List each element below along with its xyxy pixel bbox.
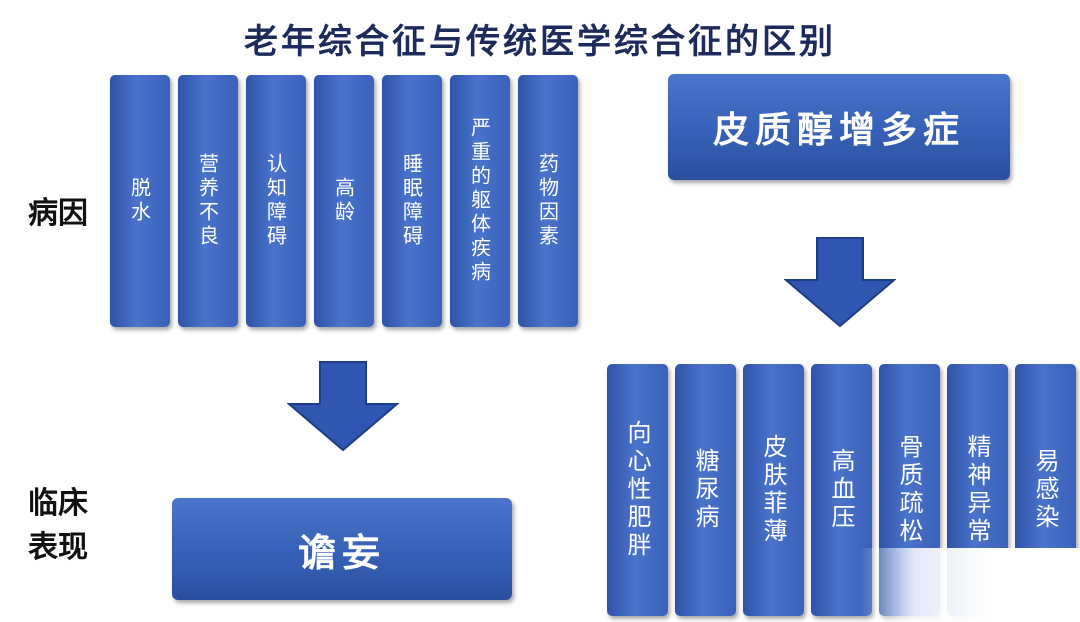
manifestation-text: 向心性肥胖 bbox=[623, 420, 651, 560]
cortisol-text: 皮质醇增多症 bbox=[712, 110, 965, 151]
manifestation-text: 高血压 bbox=[827, 448, 855, 532]
fade-overlay bbox=[860, 548, 1080, 622]
cause-box: 营养不良 bbox=[178, 75, 238, 327]
cause-box: 脱水 bbox=[110, 75, 170, 327]
down-arrow-icon bbox=[287, 361, 399, 452]
delirium-box: 谵妄 bbox=[172, 498, 512, 600]
cause-text: 营养不良 bbox=[195, 153, 220, 249]
clinical-label-line2: 表现 bbox=[28, 530, 88, 565]
manifestation-text: 精神异常 bbox=[963, 434, 991, 546]
manifestation-text: 易感染 bbox=[1031, 448, 1059, 532]
delirium-text: 谵妄 bbox=[297, 530, 386, 575]
clinical-label-line1: 临床 bbox=[28, 486, 88, 521]
manifestation-text: 骨质疏松 bbox=[895, 434, 923, 546]
manifestation-box: 糖尿病 bbox=[675, 364, 736, 616]
cortisol-box: 皮质醇增多症 bbox=[668, 74, 1010, 180]
cause-text: 药物因素 bbox=[535, 153, 560, 249]
cause-text: 认知障碍 bbox=[263, 153, 288, 249]
cause-box: 认知障碍 bbox=[246, 75, 306, 327]
manifestation-text: 糖尿病 bbox=[691, 448, 719, 532]
manifestation-box: 高血压 bbox=[811, 364, 872, 616]
cause-text: 脱水 bbox=[127, 177, 152, 225]
down-arrow-icon bbox=[784, 237, 896, 328]
page-title: 老年综合征与传统医学综合征的区别 bbox=[244, 22, 836, 62]
cause-box: 睡眠障碍 bbox=[382, 75, 442, 327]
cause-box: 药物因素 bbox=[518, 75, 578, 327]
manifestation-box: 皮肤菲薄 bbox=[743, 364, 804, 616]
cause-text: 高龄 bbox=[331, 177, 356, 225]
cause-box: 严重的躯体疾病 bbox=[450, 75, 510, 327]
manifestation-box: 向心性肥胖 bbox=[607, 364, 668, 616]
cause-text: 严重的躯体疾病 bbox=[467, 117, 492, 285]
cause-text: 睡眠障碍 bbox=[399, 153, 424, 249]
cause-box: 高龄 bbox=[314, 75, 374, 327]
manifestation-text: 皮肤菲薄 bbox=[759, 434, 787, 546]
cause-label: 病因 bbox=[28, 196, 88, 231]
